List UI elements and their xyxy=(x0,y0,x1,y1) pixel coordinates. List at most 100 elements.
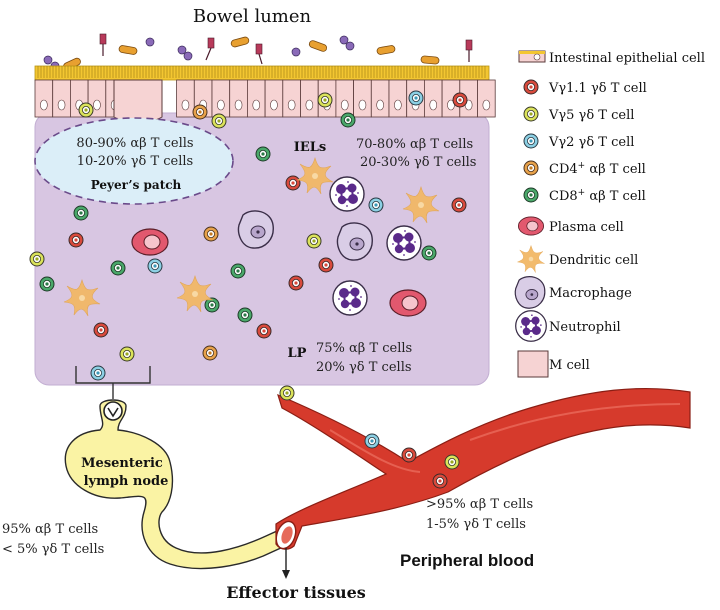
epithelial-cell xyxy=(353,79,372,118)
neutrophil xyxy=(386,225,422,261)
t-cell xyxy=(110,260,126,276)
vg5-cell-icon xyxy=(523,106,539,122)
t-cell xyxy=(237,307,253,323)
epithelial-cell xyxy=(264,79,284,118)
neutrophil xyxy=(329,176,365,212)
peyers-patch-stat-2: 10-20% γδ T cells xyxy=(77,154,193,169)
t-cell xyxy=(340,112,356,128)
lp-stat-2: 20% γδ T cells xyxy=(316,360,412,375)
epithelial-cell xyxy=(52,79,71,118)
blood-vessel xyxy=(275,387,691,550)
epithelial-cell xyxy=(423,79,443,118)
lymph-node-stat-1: 95% αβ T cells xyxy=(2,522,98,537)
t-cell xyxy=(29,251,45,267)
epithelial-cell xyxy=(34,79,54,118)
peyers-patch-label: Peyer’s patch xyxy=(91,178,182,192)
lumen-microbes xyxy=(43,33,473,72)
macrophage xyxy=(237,210,274,249)
plasma-cell-icon xyxy=(517,216,545,236)
neutrophil xyxy=(332,280,368,316)
epithelial-layer xyxy=(34,65,496,123)
t-cell xyxy=(368,197,384,213)
legend-label: M cell xyxy=(549,358,590,373)
epithelial-cell-icon xyxy=(518,50,546,63)
t-cell xyxy=(93,322,109,338)
epithelial-cell xyxy=(211,79,231,118)
iels-stat-1: 70-80% αβ T cells xyxy=(356,137,473,152)
legend-swatch xyxy=(523,187,539,203)
dendritic-cell-icon xyxy=(517,245,545,273)
lp-label: LP xyxy=(288,346,307,361)
t-cell xyxy=(73,205,89,221)
mucus-layer xyxy=(34,65,490,81)
peyers-patch-stat-1: 80-90% αβ T cells xyxy=(76,136,193,151)
legend-label: Macrophage xyxy=(549,286,632,301)
legend-label: Vγ5 γδ T cell xyxy=(548,108,634,123)
lymph-node-label-2: lymph node xyxy=(84,474,169,489)
t-cell xyxy=(119,346,135,362)
plasma-cell xyxy=(389,289,427,317)
iels-stat-2: 20-30% γδ T cells xyxy=(360,155,476,170)
lymph-node-stat-2: < 5% γδ T cells xyxy=(2,542,104,557)
lp-stat-1: 75% αβ T cells xyxy=(316,341,412,356)
legend-label: Plasma cell xyxy=(549,220,624,235)
lymph-node-label-1: Mesenteric xyxy=(81,456,163,471)
m-cell-icon xyxy=(517,350,549,378)
plasma-cell xyxy=(131,228,169,256)
t-cell xyxy=(192,104,208,120)
t-cell xyxy=(317,92,333,108)
cd4-cell-icon xyxy=(523,160,539,176)
vg2-cell-icon xyxy=(523,133,539,149)
legend-swatch xyxy=(523,133,539,149)
epithelial-cell xyxy=(229,79,248,118)
legend-swatch xyxy=(523,160,539,176)
peyers-patch-region xyxy=(34,117,234,205)
t-cell xyxy=(451,197,467,213)
legend-label: CD4+ αβ T cell xyxy=(549,161,646,177)
t-cell xyxy=(202,345,218,361)
legend-label: Neutrophil xyxy=(549,320,621,335)
t-cell xyxy=(255,146,271,162)
iels-label: IELs xyxy=(294,140,326,155)
blood-stat-2: 1-5% γδ T cells xyxy=(426,517,526,532)
legend-swatch xyxy=(523,79,539,95)
t-cell xyxy=(78,102,94,118)
t-cell xyxy=(318,257,334,273)
t-cell xyxy=(90,365,106,381)
t-cell xyxy=(230,263,246,279)
legend-label: Vγ2 γδ T cell xyxy=(548,135,634,150)
legend-label: Vγ1.1 γδ T cell xyxy=(548,81,647,96)
m-cell xyxy=(113,79,163,123)
bowel-lumen-title: Bowel lumen xyxy=(193,6,312,27)
legend-label: Intestinal epithelial cell xyxy=(549,51,705,66)
epithelial-cell xyxy=(335,79,354,118)
macrophage-icon xyxy=(514,276,546,309)
t-cell xyxy=(211,113,227,129)
effector-tissues-label: Effector tissues xyxy=(226,583,366,602)
t-cell xyxy=(288,275,304,291)
phage-icon xyxy=(99,33,107,45)
t-cell xyxy=(39,276,55,292)
t-cell xyxy=(256,323,272,339)
t-cell xyxy=(452,92,468,108)
neutrophil-icon xyxy=(514,309,548,343)
epithelial-cell xyxy=(370,79,390,118)
peripheral-blood-label: Peripheral blood xyxy=(400,551,534,570)
epithelial-cell xyxy=(176,79,195,118)
legend-label: CD8+ αβ T cell xyxy=(549,188,646,204)
cd8-cell-icon xyxy=(523,187,539,203)
legend-swatch xyxy=(523,106,539,122)
t-cell xyxy=(285,175,301,191)
blood-stat-1: >95% αβ T cells xyxy=(426,497,533,512)
t-cell xyxy=(147,258,163,274)
vg11-cell-icon xyxy=(523,79,539,95)
t-cell xyxy=(203,226,219,242)
macrophage xyxy=(336,222,373,261)
epithelial-cell xyxy=(477,79,496,118)
lymph-valve-icon xyxy=(103,401,123,421)
lymphatic-vessel xyxy=(64,399,295,570)
legend-label: Dendritic cell xyxy=(549,253,638,268)
